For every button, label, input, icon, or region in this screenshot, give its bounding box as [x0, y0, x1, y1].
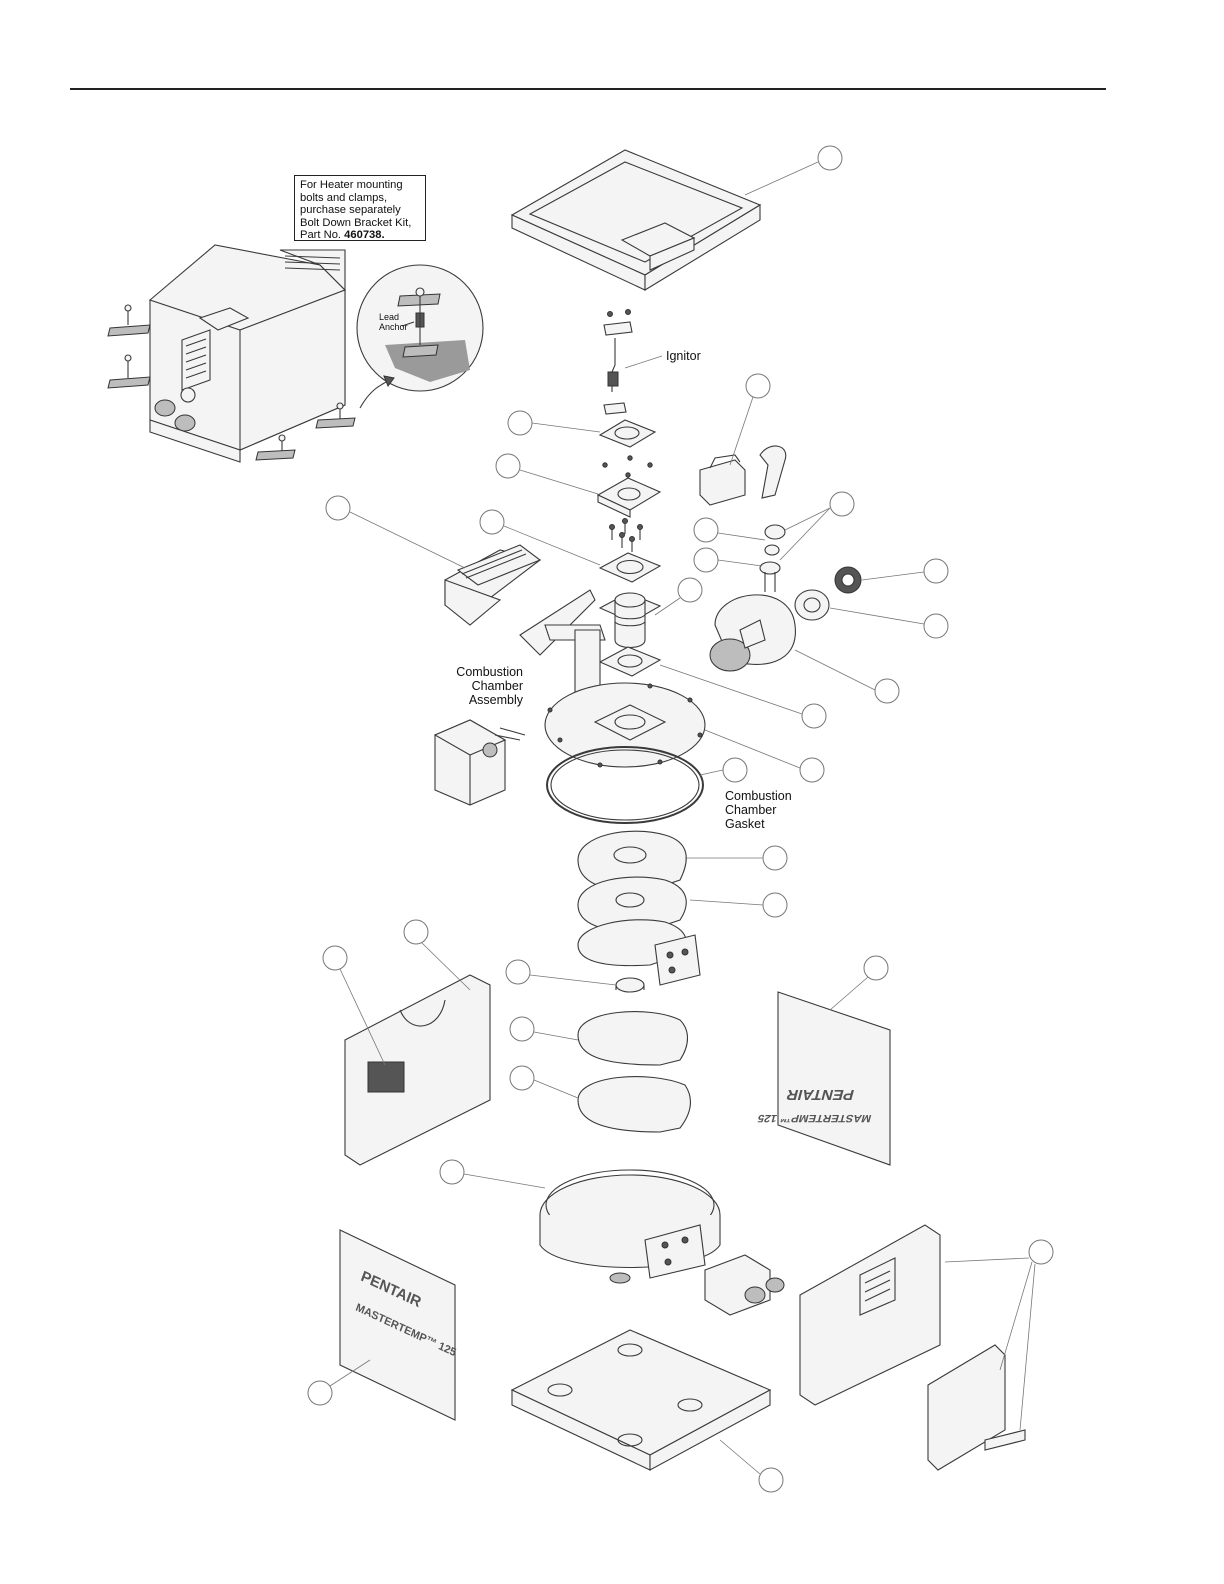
callout-cover — [818, 146, 842, 170]
blower — [710, 595, 795, 671]
callout-plug — [506, 960, 530, 984]
callout-burner-tube — [678, 578, 702, 602]
insulation-disc-1 — [578, 1012, 688, 1065]
right-front-panel — [800, 1225, 940, 1405]
callout-gas-valve — [746, 374, 770, 398]
burner-tube — [600, 593, 660, 648]
ccg-line-1: Combustion — [725, 789, 792, 803]
gasket-plate-2 — [600, 553, 660, 582]
callout-gasket-2 — [480, 510, 504, 534]
combustion-chamber-gasket-label: Combustion Chamber Gasket — [725, 789, 792, 831]
ignitor-label: Ignitor — [666, 349, 701, 363]
callout-burner-plate — [496, 454, 520, 478]
front-panel: PENTAIR MASTERTEMP™ 125 — [340, 1230, 458, 1420]
access-panel — [928, 1345, 1025, 1470]
callout-tank-ring — [440, 1160, 464, 1184]
callout-chamber-gasket — [723, 758, 747, 782]
ccg-line-2: Chamber — [725, 803, 792, 817]
callout-front-panel — [308, 1381, 332, 1405]
callout-fitting-1 — [694, 518, 718, 542]
callout-blower — [875, 679, 899, 703]
right-panel-brand: PENTAIR — [785, 1086, 856, 1102]
base-pan — [512, 1330, 770, 1470]
combustion-chamber-plate — [545, 683, 705, 767]
callout-gasket-3 — [802, 704, 826, 728]
callout-base-pan — [759, 1468, 783, 1492]
callout-rear-panel — [864, 956, 888, 980]
callout-fittings — [830, 492, 854, 516]
plug — [616, 978, 644, 992]
combustion-chamber-assembly-label: Combustion Chamber Assembly — [432, 665, 523, 707]
callout-vent-hood — [326, 496, 350, 520]
ignitor — [604, 310, 662, 415]
lead-anchor-label: Lead Anchor — [379, 312, 408, 332]
callout-impeller — [924, 559, 948, 583]
top-cover — [512, 150, 760, 290]
screws — [610, 519, 643, 553]
heat-exchanger-coil — [578, 920, 700, 985]
lead-anchor-detail — [357, 265, 483, 408]
gasket-plate-3 — [600, 647, 660, 676]
cca-line-2: Chamber — [432, 679, 523, 693]
callout-baffle-middle — [763, 893, 787, 917]
callout-blower-ring — [924, 614, 948, 638]
tank-ring — [540, 1170, 720, 1283]
control-box — [435, 720, 525, 805]
gas-valve-upper — [700, 446, 786, 505]
blower-impeller — [795, 567, 861, 620]
callout-left-panel — [404, 920, 428, 944]
right-rear-panel: PENTAIR MASTERTEMP™ 125 — [757, 992, 890, 1165]
assembled-heater-illustration — [108, 245, 355, 462]
gasket-plate-1 — [600, 420, 655, 447]
callout-right-panels — [1029, 1240, 1053, 1264]
left-side-panel — [345, 975, 490, 1165]
callout-chamber-plate — [800, 758, 824, 782]
ccg-line-3: Gasket — [725, 817, 792, 831]
callout-disc-1 — [510, 1017, 534, 1041]
gas-valve-lower — [705, 1255, 784, 1315]
right-panel-model: MASTERTEMP™ 125 — [757, 1112, 873, 1123]
callout-gasket-1 — [508, 411, 532, 435]
burner-plate — [598, 456, 660, 517]
callout-disc-2 — [510, 1066, 534, 1090]
callout-baffle-upper — [763, 846, 787, 870]
lead-anchor-line-1: Lead — [379, 312, 408, 322]
lead-anchor-line-2: Anchor — [379, 322, 408, 332]
cca-line-1: Combustion — [432, 665, 523, 679]
callout-control-pad — [323, 946, 347, 970]
insulation-disc-2 — [578, 1077, 690, 1132]
vent-hood — [445, 545, 540, 625]
callout-fitting-2 — [694, 548, 718, 572]
cca-line-3: Assembly — [432, 693, 523, 707]
